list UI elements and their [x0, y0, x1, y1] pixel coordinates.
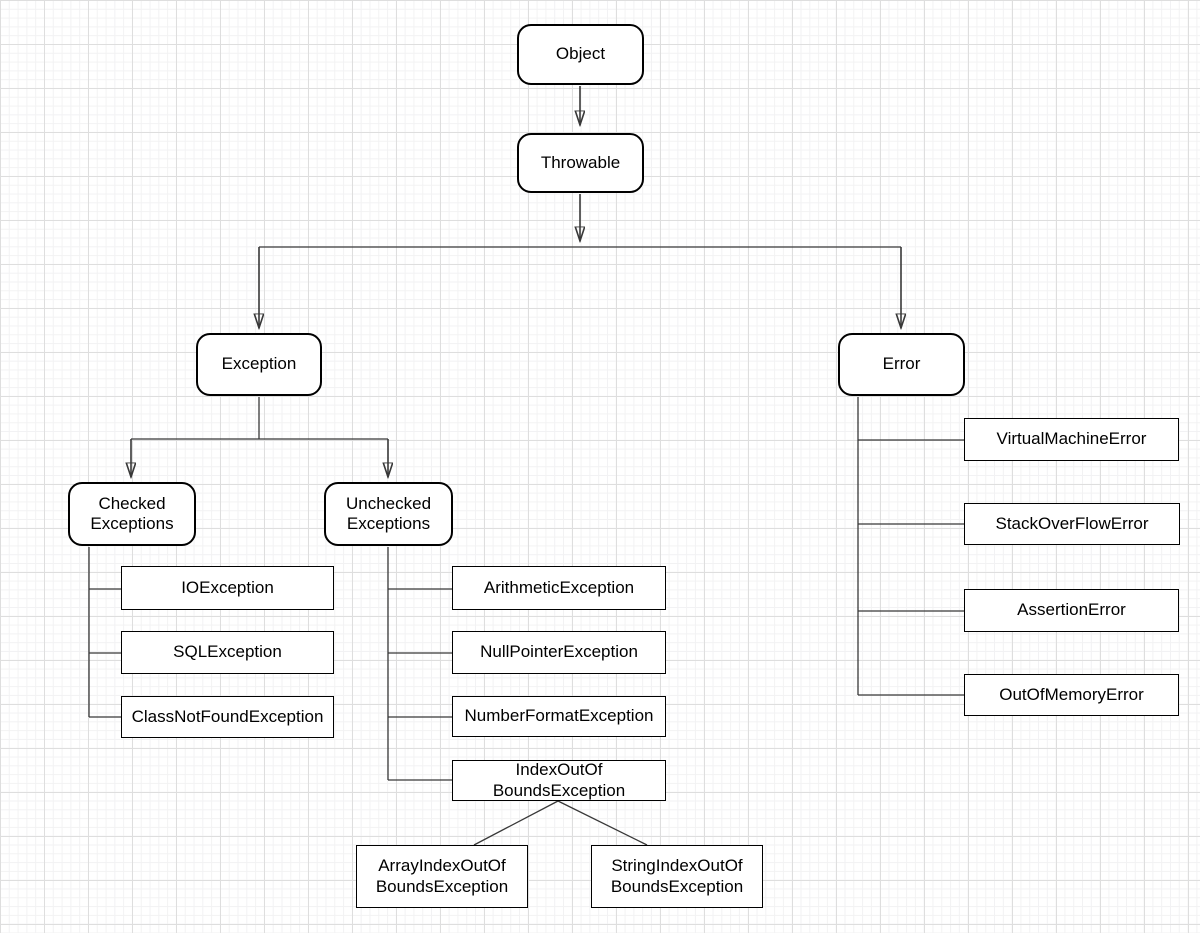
node-exception-label: Exception: [221, 354, 297, 374]
node-indexoutofboundsexception-label: IndexOutOf BoundsException: [492, 760, 626, 800]
node-ioexception-label: IOException: [181, 577, 274, 597]
node-classnotfoundexception: ClassNotFoundException: [121, 696, 334, 738]
node-stackoverflowerror: StackOverFlowError: [964, 503, 1180, 545]
node-unchecked-exceptions: Unchecked Exceptions: [324, 482, 453, 546]
node-sqlexception: SQLException: [121, 631, 334, 674]
node-arithmeticexception-label: ArithmeticException: [483, 577, 635, 597]
node-ioexception: IOException: [121, 566, 334, 610]
node-checked-exceptions-label: Checked Exceptions: [90, 493, 174, 533]
node-error: Error: [838, 333, 965, 396]
node-throwable: Throwable: [517, 133, 644, 193]
node-assertionerror-label: AssertionError: [1017, 600, 1126, 620]
node-sqlexception-label: SQLException: [173, 642, 282, 662]
node-numberformatexception-label: NumberFormatException: [464, 706, 654, 726]
node-virtualmachineerror-label: VirtualMachineError: [996, 429, 1147, 449]
node-arrayindexoutofboundsexception: ArrayIndexOutOf BoundsException: [356, 845, 528, 908]
node-virtualmachineerror: VirtualMachineError: [964, 418, 1179, 461]
node-checked-exceptions: Checked Exceptions: [68, 482, 196, 546]
node-object-label: Object: [555, 44, 606, 64]
node-nullpointerexception-label: NullPointerException: [480, 642, 638, 662]
node-numberformatexception: NumberFormatException: [452, 696, 666, 737]
node-stackoverflowerror-label: StackOverFlowError: [995, 513, 1149, 533]
node-stringindexoutofboundsexception-label: StringIndexOutOf BoundsException: [610, 856, 744, 896]
node-exception: Exception: [196, 333, 322, 396]
node-outofmemoryerror: OutOfMemoryError: [964, 674, 1179, 716]
edge-indexoutof-arrayindex: [473, 800, 559, 846]
edge-indexoutof-stringindex: [557, 800, 648, 846]
node-indexoutofboundsexception: IndexOutOf BoundsException: [452, 760, 666, 801]
node-unchecked-exceptions-label: Unchecked Exceptions: [345, 493, 432, 533]
node-arithmeticexception: ArithmeticException: [452, 566, 666, 610]
node-stringindexoutofboundsexception: StringIndexOutOf BoundsException: [591, 845, 763, 908]
node-arrayindexoutofboundsexception-label: ArrayIndexOutOf BoundsException: [375, 856, 509, 896]
node-outofmemoryerror-label: OutOfMemoryError: [999, 684, 1144, 704]
node-object: Object: [517, 24, 644, 85]
node-nullpointerexception: NullPointerException: [452, 631, 666, 674]
node-error-label: Error: [882, 354, 921, 374]
node-classnotfoundexception-label: ClassNotFoundException: [131, 706, 324, 726]
node-throwable-label: Throwable: [540, 152, 621, 172]
node-assertionerror: AssertionError: [964, 589, 1179, 632]
